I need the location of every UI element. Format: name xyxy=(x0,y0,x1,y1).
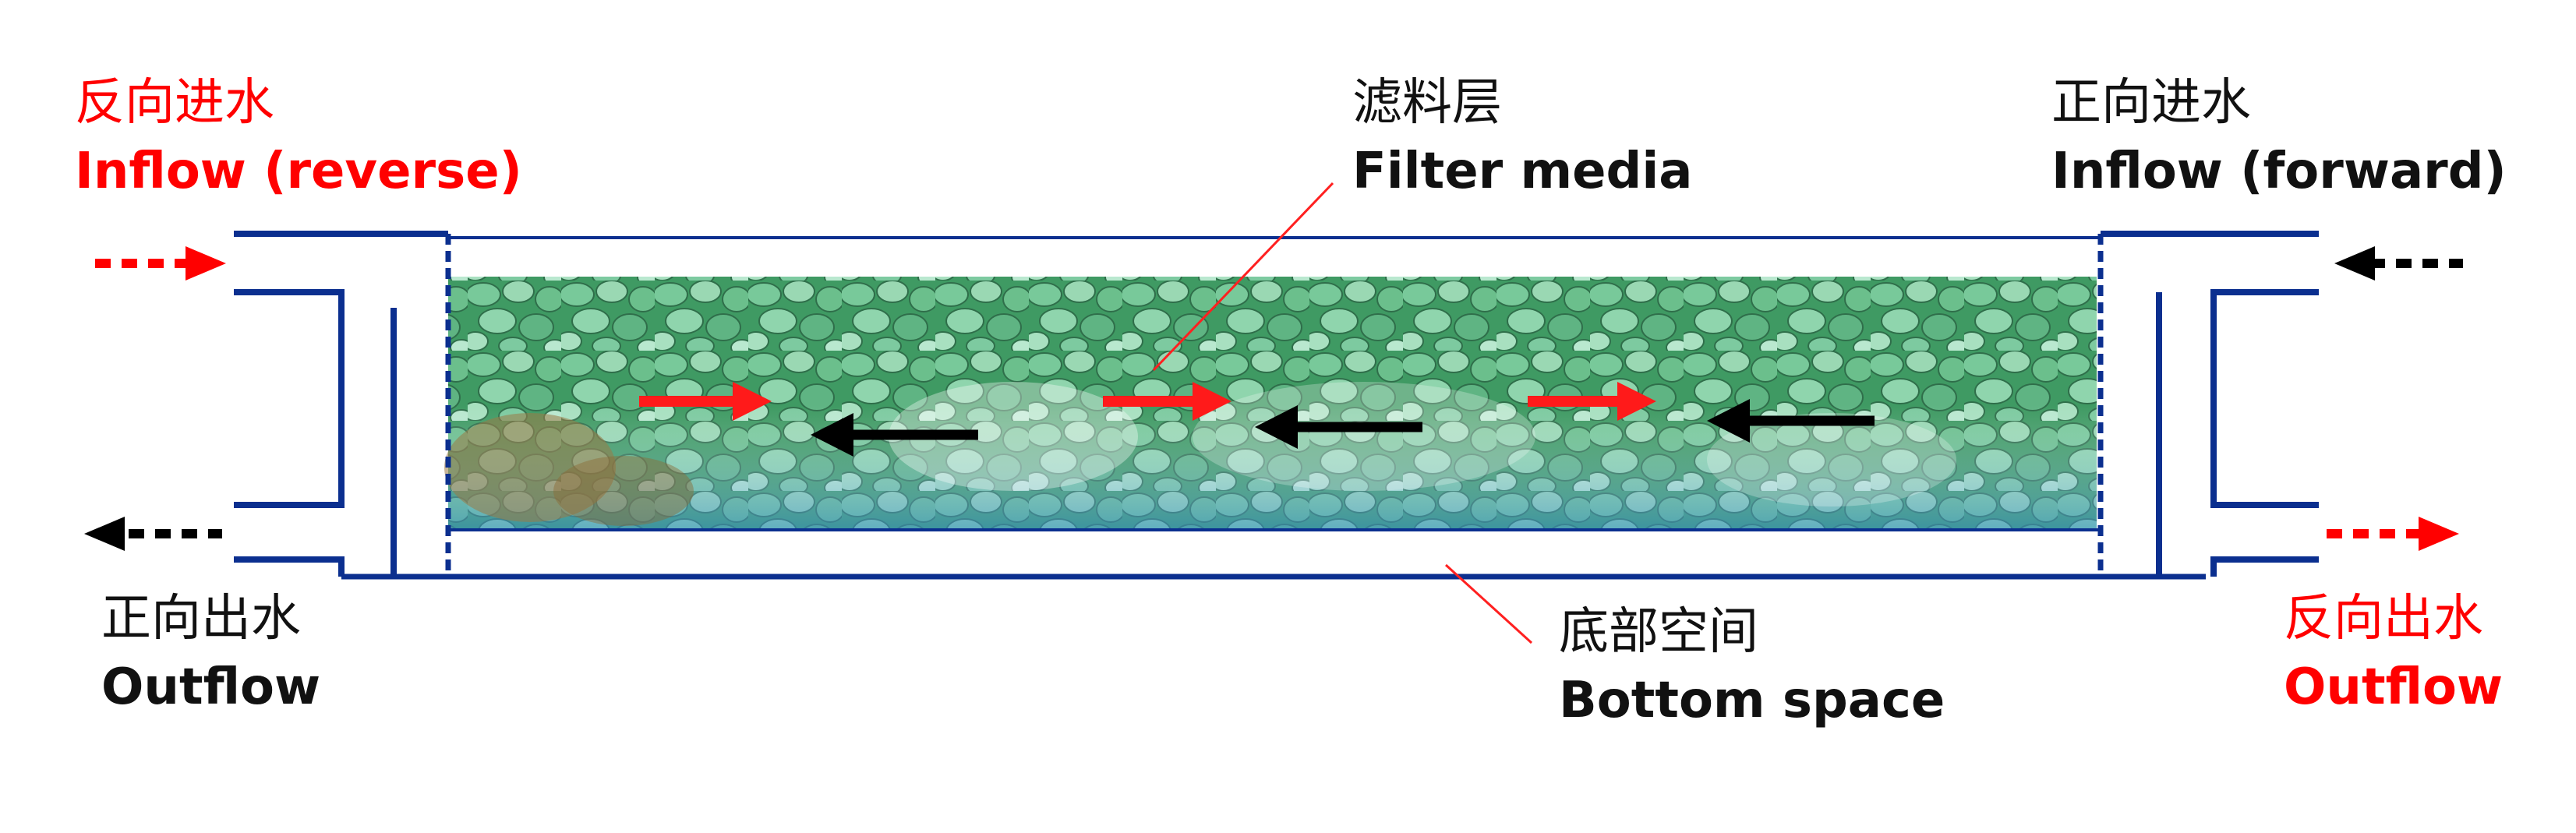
reverse-flow-arrow xyxy=(639,382,772,421)
forward-inflow-en: Inflow (forward) xyxy=(2051,143,2507,200)
reverse-outflow-zh: 反向出水 xyxy=(2284,590,2483,648)
reverse-outflow-en: Outflow xyxy=(2284,658,2504,716)
reverse-inflow-en: Inflow (reverse) xyxy=(75,143,522,200)
reverse-flow-arrow xyxy=(1103,382,1231,421)
filter-media-en: Filter media xyxy=(1352,143,1693,200)
forward-outflow-en: Outflow xyxy=(101,658,321,716)
filter-media-leader-line xyxy=(1152,182,1334,372)
bottom-space-en: Bottom space xyxy=(1559,672,1945,729)
filter-media-label: 滤料层 Filter media xyxy=(1352,74,1693,212)
filter-media-zh: 滤料层 xyxy=(1352,74,1502,132)
forward-outflow-zh: 正向出水 xyxy=(101,590,301,648)
forward-inlet-arrow xyxy=(2334,246,2463,281)
left-piping xyxy=(234,231,448,577)
filter-media-layer xyxy=(444,277,2097,530)
bottom-space-zh: 底部空间 xyxy=(1559,603,1758,661)
reverse-inflow-label: 反向进水 Inflow (reverse) xyxy=(75,74,522,212)
forward-inflow-zh: 正向进水 xyxy=(2051,74,2251,132)
forward-flow-arrow xyxy=(811,413,978,457)
reverse-inflow-zh: 反向进水 xyxy=(75,74,274,132)
forward-inflow-label: 正向进水 Inflow (forward) xyxy=(2051,74,2507,212)
forward-flow-arrow xyxy=(1707,399,1875,443)
forward-flow-arrow xyxy=(1255,405,1422,449)
reverse-outflow-label: 反向出水 Outflow xyxy=(2284,590,2504,728)
tank xyxy=(341,234,2206,580)
reverse-outlet-arrow xyxy=(2327,517,2459,551)
forward-outlet-arrow xyxy=(84,517,222,551)
reverse-inlet-arrow xyxy=(95,246,226,281)
forward-outflow-label: 正向出水 Outflow xyxy=(101,590,321,728)
right-piping xyxy=(2101,231,2319,577)
bottom-space-leader-line xyxy=(1444,563,1533,644)
reverse-flow-arrow xyxy=(1528,382,1656,421)
bottom-space-label: 底部空间 Bottom space xyxy=(1559,603,1945,741)
